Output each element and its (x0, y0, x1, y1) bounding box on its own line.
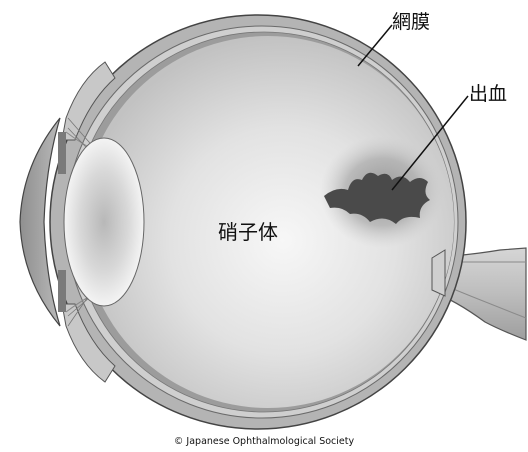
hemorrhage-label: 出血 (469, 85, 507, 104)
iris (58, 132, 66, 174)
retina-label: 網膜 (392, 13, 430, 32)
lens (64, 138, 144, 306)
copyright-notice: © Japanese Ophthalmological Society (0, 436, 528, 447)
vitreous-body-label: 硝子体 (218, 222, 278, 242)
